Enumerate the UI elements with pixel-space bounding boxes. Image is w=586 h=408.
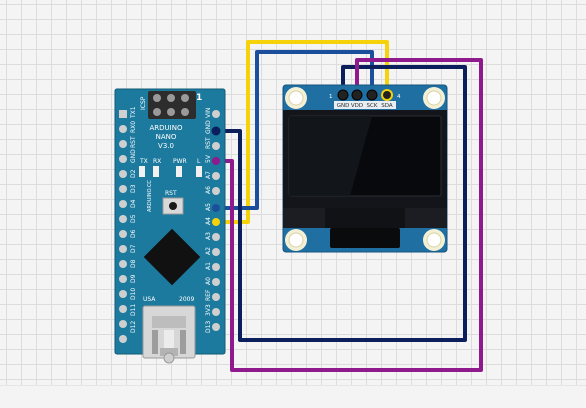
usb-connector — [142, 305, 196, 364]
reset-button-label: RST — [165, 190, 177, 197]
right-header-pins — [211, 110, 221, 331]
oled-pin-label-vdd: VDD — [351, 103, 363, 109]
board-name-line1: ARDUINO — [150, 124, 183, 132]
pin-label-ref: REF — [205, 289, 212, 301]
year-label: 2009 — [179, 296, 194, 303]
oled-pin-label-sck: SCK — [367, 103, 378, 109]
pin-label-gnd-right: GND — [205, 120, 212, 134]
status-leds — [139, 166, 202, 177]
oled-pin-label-sda: SDA — [381, 103, 393, 109]
oled-display-module[interactable]: 1 4 GND VDD SCK SDA — [282, 84, 448, 253]
led-label-l: L — [197, 158, 201, 165]
right-pin-labels: VIN GND RST 5V A7 A6 A5 A4 A3 A2 A1 A0 R… — [205, 108, 212, 333]
arduino-nano-board[interactable]: ICSP 1 ARDUINO NANO V3.0 TX RX PWR L RST… — [114, 88, 226, 364]
brand-vertical-label: ARDUINO.CC — [147, 180, 153, 212]
pin-label-a6: A6 — [205, 186, 212, 194]
pin-label-d2: D2 — [130, 169, 137, 178]
wire-gnd[interactable] — [222, 65, 467, 342]
wires — [222, 40, 483, 372]
pin-label-d5: D5 — [130, 214, 137, 223]
pin-label-3v3: 3V3 — [205, 304, 212, 316]
pin-label-a4: A4 — [205, 217, 212, 225]
icsp-pin1-label: 1 — [196, 93, 202, 103]
pin-label-d7: D7 — [130, 244, 137, 253]
canvas-footer-strip — [0, 385, 586, 408]
pin-label-tx1: TX1 — [130, 106, 137, 119]
pin-label-a2: A2 — [205, 247, 212, 255]
icsp-header — [148, 91, 196, 119]
oled-screen — [283, 110, 447, 248]
pin-label-d9: D9 — [130, 274, 137, 283]
oled-mount-holes — [285, 87, 445, 251]
pin-label-d10: D10 — [130, 288, 137, 300]
left-pin-labels: TX1 RX0 RST GND D2 D3 D4 D5 D6 D7 D8 D9 … — [130, 106, 137, 333]
pin-label-rx0: RX0 — [130, 121, 137, 133]
pin-label-rst-left: RST — [130, 136, 137, 148]
pin-label-d6: D6 — [130, 229, 137, 238]
oled-pin-label-gnd: GND — [337, 103, 350, 109]
pin-label-d3: D3 — [130, 184, 137, 193]
pin-label-vin: VIN — [205, 108, 212, 118]
left-header-pins — [119, 110, 127, 343]
icsp-label: ICSP — [140, 96, 147, 110]
pin-label-a7: A7 — [205, 171, 212, 179]
pin-label-d4: D4 — [130, 199, 137, 208]
oled-header-pins — [337, 89, 393, 101]
pin-label-d12: D12 — [130, 321, 137, 333]
pin-label-gnd-left: GND — [130, 149, 137, 163]
reset-button[interactable] — [162, 197, 184, 215]
pin-label-rst-right: RST — [205, 137, 212, 149]
pin-label-a5: A5 — [205, 203, 212, 211]
oled-pin-num-first: 1 — [329, 94, 333, 100]
led-label-rx: RX — [153, 158, 161, 165]
pin-label-5v: 5V — [205, 154, 212, 163]
pin-label-d11: D11 — [130, 304, 137, 316]
pin-label-a3: A3 — [205, 232, 212, 240]
usa-label: USA — [143, 296, 156, 303]
board-name-line2: NANO — [156, 133, 177, 141]
pin-label-a1: A1 — [205, 262, 212, 270]
pin-label-a0: A0 — [205, 277, 212, 285]
pin-label-d8: D8 — [130, 259, 137, 268]
wire-vcc[interactable] — [222, 58, 483, 372]
pin-label-d13: D13 — [205, 321, 212, 333]
led-label-pwr: PWR — [173, 158, 187, 165]
oled-pin-num-last: 4 — [397, 94, 401, 100]
led-label-tx: TX — [139, 158, 148, 165]
board-name-line3: V3.0 — [158, 142, 174, 150]
